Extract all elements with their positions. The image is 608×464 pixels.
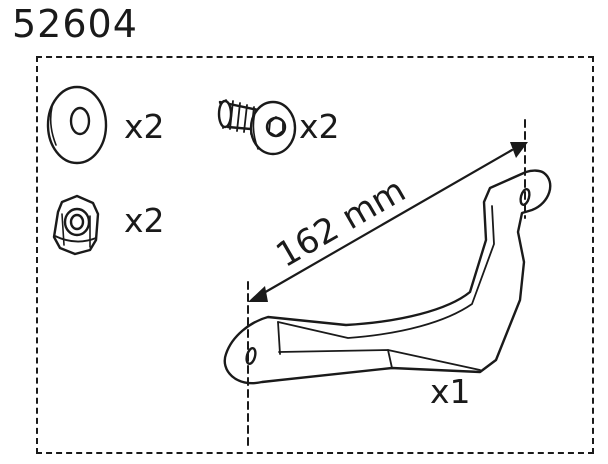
arrowhead-right-icon: [510, 142, 528, 158]
arrowhead-left-icon: [248, 286, 268, 302]
kit-frame: [36, 56, 594, 454]
dimension-line: [247, 119, 528, 449]
button-head-bolt-icon: [217, 99, 297, 156]
hex-nut-icon: [52, 194, 100, 256]
washer-icon: [46, 85, 108, 165]
bracket-icon: [223, 169, 552, 385]
dimension-label: 162 mm: [270, 170, 413, 276]
washer-quantity: x2: [124, 107, 165, 146]
bracket-quantity: x1: [430, 372, 471, 411]
part-number: 52604: [12, 2, 138, 46]
bolt-quantity: x2: [299, 107, 340, 146]
nut-quantity: x2: [124, 201, 165, 240]
